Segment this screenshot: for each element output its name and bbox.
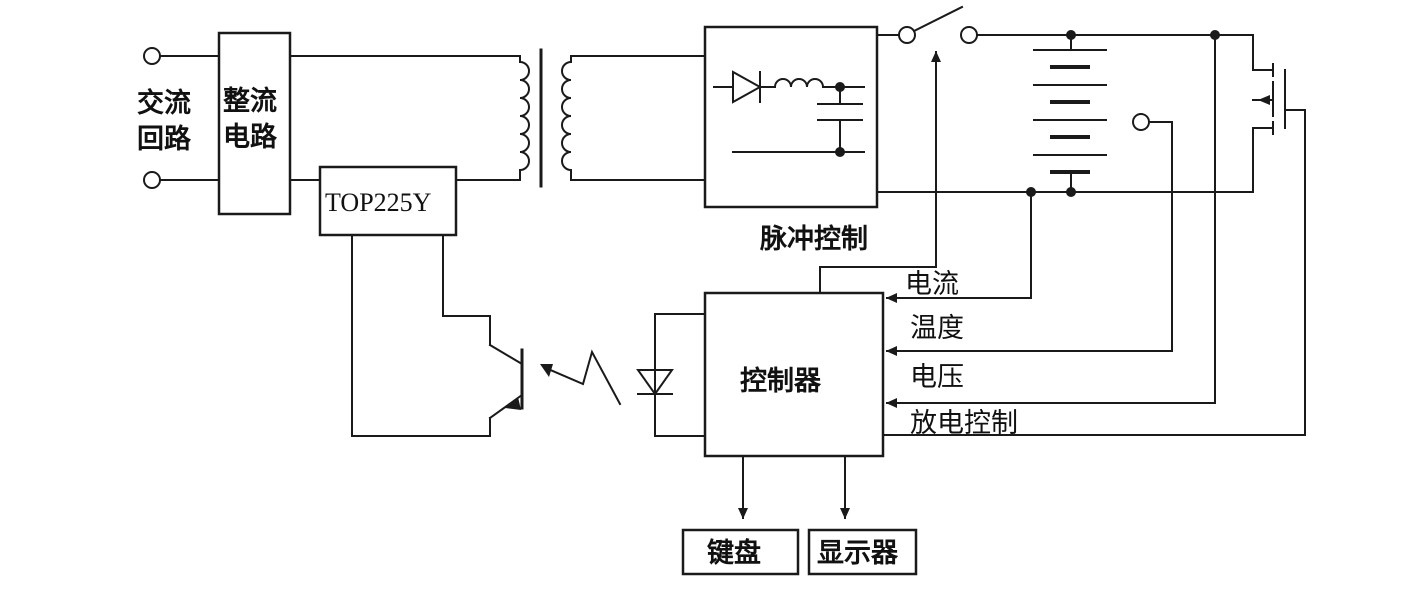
rectifier-label-2: 电路 [223,121,278,153]
ac-terminal-top [143,47,161,65]
display-label: 显示器 [817,538,899,569]
controller-label: 控制器 [740,366,822,397]
discharge-mosfet [1210,30,1306,193]
ac-terminal-bottom [143,171,161,189]
ac-input: 交流 回路 [137,47,221,189]
voltage-sense-line [886,121,1173,356]
discharge-control-line [882,109,1306,436]
temperature-label: 温度 [910,313,964,344]
optocoupler-led [540,313,706,437]
discharge-control-label: 放电控制 [910,408,1018,439]
battery-monitor-line [886,34,1216,408]
output-switch [876,5,1254,44]
pulse-control-label: 脉冲控制 [759,224,868,255]
light-emission-arrow [546,349,622,406]
transformer [519,48,706,188]
top225y-label: TOP225Y [325,188,432,217]
top225y-chip: TOP225Y [318,165,458,237]
keyboard-label: 键盘 [707,537,761,569]
pulse-control-block: 脉冲控制 [703,25,879,255]
pulse-control-line [819,51,941,294]
rectifier-label-1: 整流 [223,86,277,117]
battery-sense-terminal [1132,113,1150,131]
battery-pack [1026,30,1150,197]
optocoupler-transistor [351,234,524,437]
display-block: 显示器 [807,528,918,576]
ac-loop-label-1: 交流 [137,87,191,119]
keyboard-block: 键盘 [681,528,800,576]
controller-block: 控制器 [703,291,885,458]
ac-loop-label-2: 回路 [137,123,192,155]
current-label: 电流 [905,269,959,300]
current-sense-line [886,191,1032,303]
rectifier-block: 整流 电路 [217,31,292,216]
voltage-label: 电压 [910,362,964,393]
